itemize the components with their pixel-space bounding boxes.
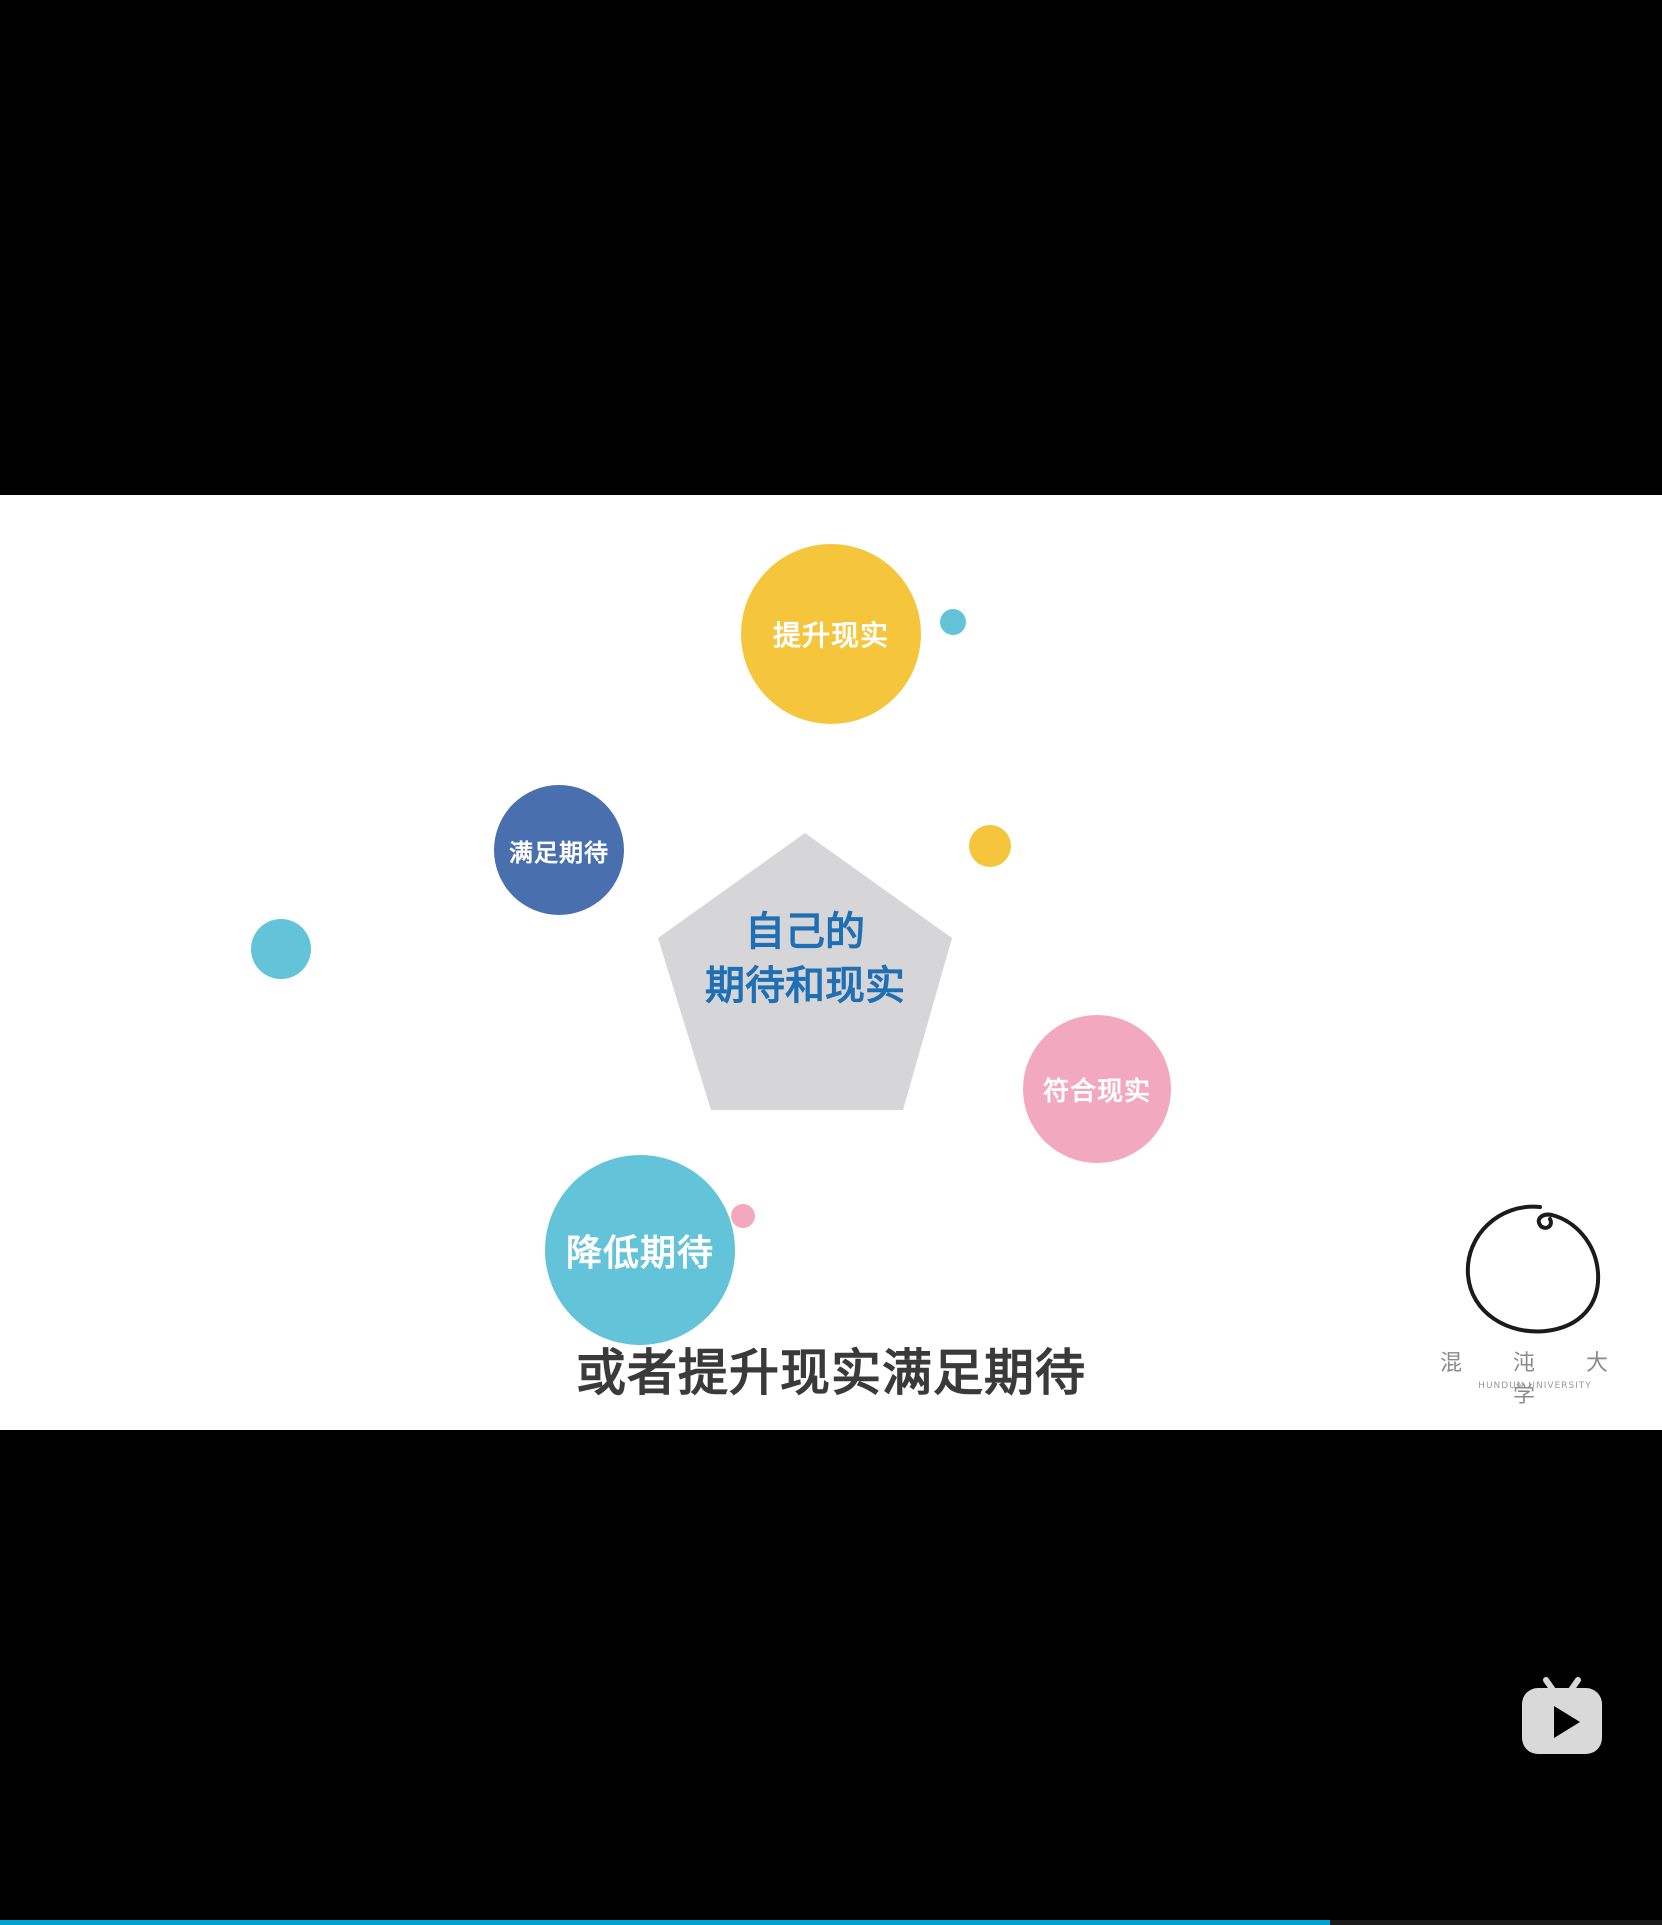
watermark-subtitle: HUNDUN UNIVERSITY bbox=[1478, 1381, 1592, 1391]
decorative-dot-yellow bbox=[969, 825, 1011, 867]
bilibili-play-icon[interactable] bbox=[1520, 1676, 1604, 1758]
progress-fill bbox=[0, 1920, 1330, 1925]
bubble-improve-reality: 提升现实 bbox=[741, 544, 921, 724]
bubble-match-reality: 符合现实 bbox=[1023, 1015, 1171, 1163]
video-subtitle: 或者提升现实满足期待 bbox=[576, 1344, 1086, 1402]
bubble-meet-expectation: 满足期待 bbox=[494, 785, 624, 915]
decorative-dot-pink bbox=[731, 1204, 755, 1228]
center-label: 自己的 期待和现实 bbox=[658, 905, 952, 1013]
center-pentagon-shape bbox=[658, 833, 952, 1110]
decorative-dot-cyan-top bbox=[940, 609, 966, 635]
bubble-improve-reality-label: 提升现实 bbox=[772, 619, 889, 652]
watermark-name: 混 沌 大 学 bbox=[1440, 1351, 1630, 1408]
decorative-dot-cyan-left bbox=[251, 919, 311, 979]
bubble-lower-expectation-label: 降低期待 bbox=[565, 1233, 714, 1274]
hundun-logo-icon bbox=[1465, 1204, 1601, 1334]
progress-bar[interactable] bbox=[0, 1920, 1662, 1925]
bubble-match-reality-label: 符合现实 bbox=[1042, 1076, 1151, 1107]
bubble-meet-expectation-label: 满足期待 bbox=[509, 838, 609, 867]
center-label-line2: 期待和现实 bbox=[705, 963, 905, 1009]
center-label-line1: 自己的 bbox=[745, 909, 865, 955]
video-frame[interactable]: 提升现实 满足期待 符合现实 降低期待 自己的 期待和现实 或者提升现实满足期待… bbox=[0, 495, 1662, 1430]
bubble-lower-expectation: 降低期待 bbox=[545, 1155, 735, 1345]
